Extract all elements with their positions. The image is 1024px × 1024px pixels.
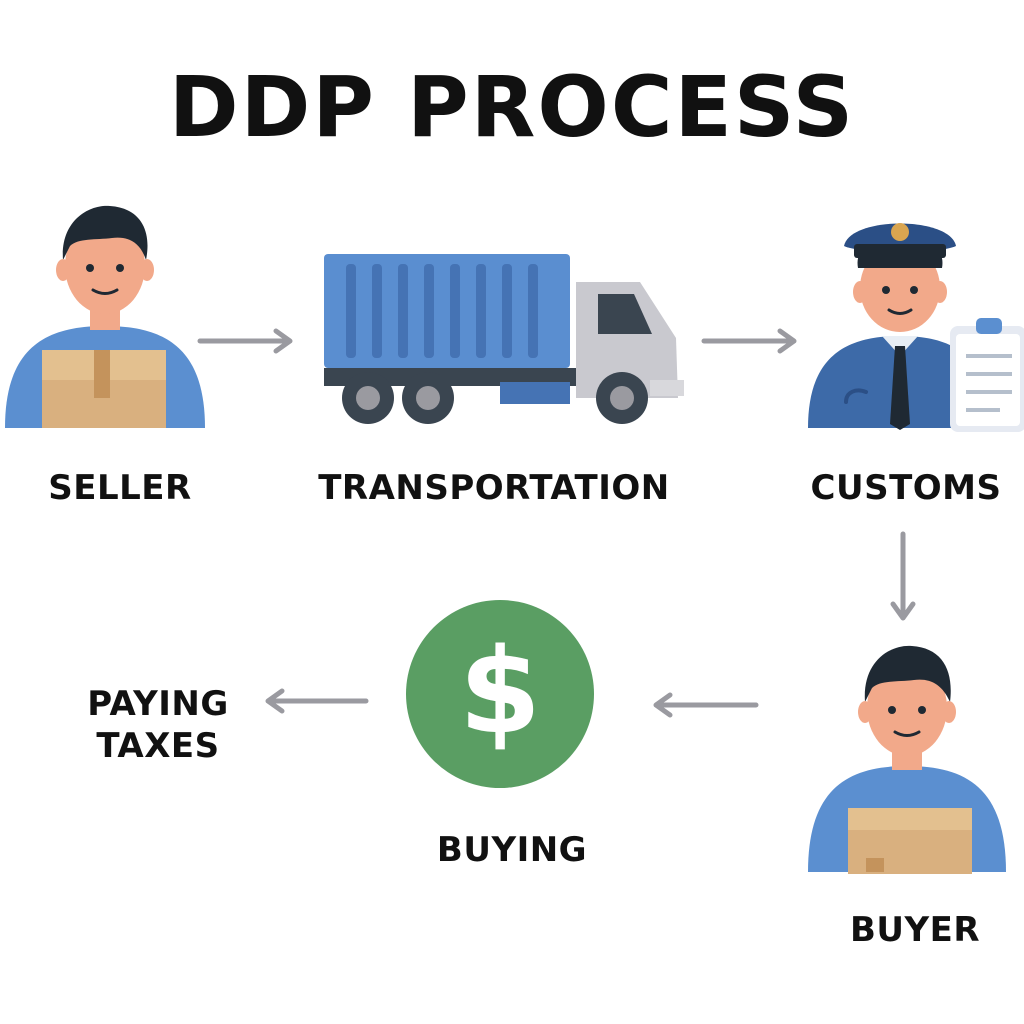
arrow-buying-to-paying-taxes bbox=[265, 688, 369, 714]
transportation-node bbox=[320, 250, 690, 430]
paying-taxes-label-line2: TAXES bbox=[96, 726, 220, 766]
buying-node: $ bbox=[404, 598, 596, 790]
seller-node bbox=[0, 198, 210, 430]
transportation-label: TRANSPORTATION bbox=[318, 468, 670, 508]
svg-text:$: $ bbox=[459, 622, 541, 760]
buyer-person-with-box-icon bbox=[808, 645, 1006, 874]
dollar-coin-icon: $ bbox=[406, 600, 594, 788]
customs-node bbox=[800, 206, 1024, 434]
arrow-seller-to-transportation bbox=[197, 328, 293, 354]
paying-taxes-node: PAYING TAXES bbox=[68, 684, 248, 774]
paying-taxes-label-line1: PAYING bbox=[87, 684, 229, 724]
customs-label: CUSTOMS bbox=[810, 468, 1002, 508]
buyer-label: BUYER bbox=[849, 910, 981, 950]
buying-label: BUYING bbox=[436, 830, 588, 870]
buyer-node bbox=[804, 638, 1010, 874]
arrow-transportation-to-customs bbox=[701, 328, 797, 354]
arrow-customs-to-buyer bbox=[890, 531, 916, 621]
diagram-title: DDP PROCESS bbox=[168, 58, 856, 156]
arrow-buyer-to-buying bbox=[653, 692, 759, 718]
seller-label: SELLER bbox=[48, 468, 192, 508]
truck-icon bbox=[324, 254, 684, 424]
seller-person-with-box-icon bbox=[5, 205, 205, 428]
customs-officer-icon bbox=[808, 223, 1024, 432]
